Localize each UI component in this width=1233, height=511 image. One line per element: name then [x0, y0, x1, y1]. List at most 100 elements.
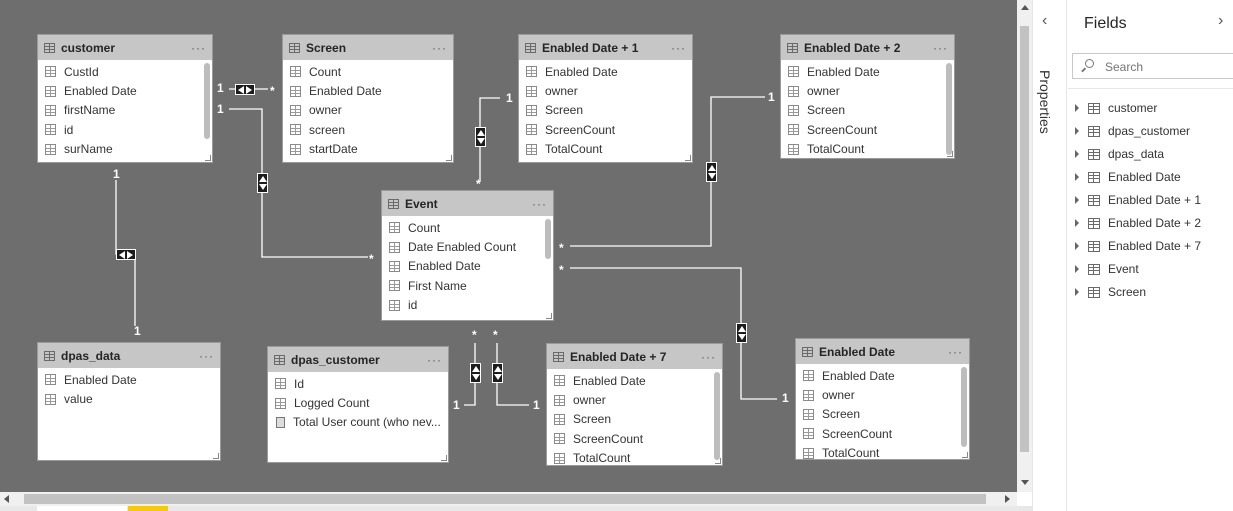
- table-header[interactable]: Enabled Date + 7 ···: [547, 344, 722, 369]
- table-card-dpas-data[interactable]: dpas_data ··· Enabled Date value: [37, 342, 221, 461]
- field-list-item-customer[interactable]: customer: [1075, 100, 1157, 116]
- table-header[interactable]: customer ···: [38, 35, 212, 60]
- field-row[interactable]: TotalCount: [519, 140, 692, 159]
- field-row[interactable]: Id: [268, 374, 448, 393]
- table-card-enabled-date-plus-2[interactable]: Enabled Date + 2 ··· Enabled Date owner …: [780, 34, 955, 159]
- field-list-item-enabled-date-plus-7[interactable]: Enabled Date + 7: [1075, 238, 1201, 254]
- crossfilter-event-enabled-date-7[interactable]: [492, 363, 503, 383]
- crossfilter-event-enabled-date[interactable]: [736, 323, 747, 343]
- field-list-item-screen[interactable]: Screen: [1075, 284, 1146, 300]
- field-row[interactable]: TotalCount: [796, 444, 969, 459]
- scrollbar-thumb[interactable]: [24, 494, 986, 504]
- field-list-item-enabled-date-plus-1[interactable]: Enabled Date + 1: [1075, 192, 1201, 208]
- field-row[interactable]: Count: [283, 62, 453, 81]
- field-list-item-dpas-customer[interactable]: dpas_customer: [1075, 123, 1190, 139]
- field-row[interactable]: ScreenCount: [781, 120, 954, 139]
- field-row[interactable]: Enabled Date: [796, 366, 969, 385]
- field-row[interactable]: First Name: [382, 276, 553, 295]
- scroll-left-arrow-icon[interactable]: [4, 495, 9, 503]
- field-row[interactable]: Screen: [547, 410, 722, 429]
- field-row[interactable]: Logged Count: [268, 393, 448, 412]
- field-row[interactable]: Enabled Date: [283, 81, 453, 100]
- resize-handle[interactable]: [685, 155, 691, 161]
- more-options-icon[interactable]: ···: [432, 40, 447, 55]
- expand-arrow-icon[interactable]: [1075, 219, 1079, 227]
- more-options-icon[interactable]: ···: [933, 40, 948, 55]
- table-scrollbar[interactable]: [545, 219, 551, 259]
- field-row[interactable]: firstName: [38, 101, 212, 120]
- table-header[interactable]: Event ···: [382, 191, 553, 216]
- field-row[interactable]: Screen: [781, 101, 954, 120]
- more-options-icon[interactable]: ···: [199, 348, 214, 363]
- more-options-icon[interactable]: ···: [671, 40, 686, 55]
- table-header[interactable]: dpas_data ···: [38, 343, 220, 368]
- more-options-icon[interactable]: ···: [701, 349, 716, 364]
- scroll-down-arrow-icon[interactable]: [1021, 480, 1029, 485]
- crossfilter-event-enabled-date-1[interactable]: [475, 127, 486, 147]
- field-row[interactable]: id: [38, 120, 212, 139]
- field-row[interactable]: Enabled Date: [547, 371, 722, 390]
- field-row[interactable]: id: [382, 296, 553, 315]
- model-canvas[interactable]: 1 * 1 * 1 1 1 * 1 * * 1 * * 1 1 customer…: [0, 0, 1017, 492]
- table-header[interactable]: Enabled Date + 2 ···: [781, 35, 954, 60]
- crossfilter-customer-event[interactable]: [257, 173, 268, 193]
- page-tab[interactable]: [37, 506, 127, 511]
- resize-handle[interactable]: [446, 155, 452, 161]
- field-row[interactable]: Screen: [519, 101, 692, 120]
- resize-handle[interactable]: [546, 313, 552, 319]
- resize-handle[interactable]: [205, 155, 211, 161]
- field-row[interactable]: ScreenCount: [547, 429, 722, 448]
- field-row[interactable]: TotalCount: [547, 449, 722, 465]
- more-options-icon[interactable]: ···: [532, 196, 547, 211]
- properties-pane-collapsed[interactable]: ‹: [1032, 0, 1067, 511]
- field-row[interactable]: Enabled Date: [781, 62, 954, 81]
- expand-arrow-icon[interactable]: [1075, 288, 1079, 296]
- field-row[interactable]: Count: [382, 218, 553, 237]
- table-header[interactable]: Enabled Date ···: [796, 339, 969, 364]
- expand-arrow-icon[interactable]: [1075, 104, 1079, 112]
- table-scrollbar[interactable]: [961, 367, 967, 447]
- crossfilter-customer-dpas-data[interactable]: [116, 249, 136, 260]
- active-page-tab[interactable]: [128, 506, 168, 511]
- field-row[interactable]: CustId: [38, 62, 212, 81]
- field-row[interactable]: Total User count (who nev...: [268, 413, 448, 432]
- field-row[interactable]: ScreenCount: [796, 424, 969, 443]
- more-options-icon[interactable]: ···: [427, 352, 442, 367]
- table-card-enabled-date-plus-7[interactable]: Enabled Date + 7 ··· Enabled Date owner …: [546, 343, 723, 466]
- table-scrollbar[interactable]: [714, 372, 720, 460]
- crossfilter-event-dpas-customer[interactable]: [470, 363, 481, 383]
- vertical-scrollbar[interactable]: [1017, 0, 1032, 492]
- expand-arrow-icon[interactable]: [1075, 196, 1079, 204]
- resize-handle[interactable]: [213, 453, 219, 459]
- field-row[interactable]: owner: [781, 81, 954, 100]
- field-row[interactable]: Date Enabled Count: [382, 237, 553, 256]
- table-header[interactable]: Enabled Date + 1 ···: [519, 35, 692, 60]
- field-row[interactable]: TotalCount: [781, 140, 954, 158]
- resize-handle[interactable]: [715, 458, 721, 464]
- field-row[interactable]: Enabled Date: [382, 257, 553, 276]
- field-row[interactable]: Enabled Date: [38, 81, 212, 100]
- properties-label[interactable]: Properties: [1037, 70, 1053, 134]
- table-header[interactable]: Screen ···: [283, 35, 453, 60]
- table-scrollbar[interactable]: [204, 63, 210, 139]
- table-card-enabled-date[interactable]: Enabled Date ··· Enabled Date owner Scre…: [795, 338, 970, 460]
- scroll-right-arrow-icon[interactable]: [1005, 495, 1010, 503]
- field-row[interactable]: owner: [547, 390, 722, 409]
- expand-arrow-icon[interactable]: [1075, 242, 1079, 250]
- expand-arrow-icon[interactable]: [1075, 127, 1079, 135]
- field-row[interactable]: owner: [796, 385, 969, 404]
- search-box[interactable]: [1072, 53, 1233, 79]
- field-row[interactable]: Enabled Date: [519, 62, 692, 81]
- field-row[interactable]: startDate: [283, 140, 453, 159]
- resize-handle[interactable]: [441, 455, 447, 461]
- table-card-dpas-customer[interactable]: dpas_customer ··· Id Logged Count Total …: [267, 346, 449, 463]
- field-row[interactable]: screen: [283, 120, 453, 139]
- more-options-icon[interactable]: ···: [191, 40, 206, 55]
- field-list-item-event[interactable]: Event: [1075, 261, 1139, 277]
- resize-handle[interactable]: [962, 452, 968, 458]
- table-scrollbar[interactable]: [946, 63, 952, 155]
- expand-arrow-icon[interactable]: [1075, 150, 1079, 158]
- field-list-item-dpas-data[interactable]: dpas_data: [1075, 146, 1164, 162]
- table-card-customer[interactable]: customer ··· CustId Enabled Date firstNa…: [37, 34, 213, 163]
- field-row[interactable]: owner: [519, 81, 692, 100]
